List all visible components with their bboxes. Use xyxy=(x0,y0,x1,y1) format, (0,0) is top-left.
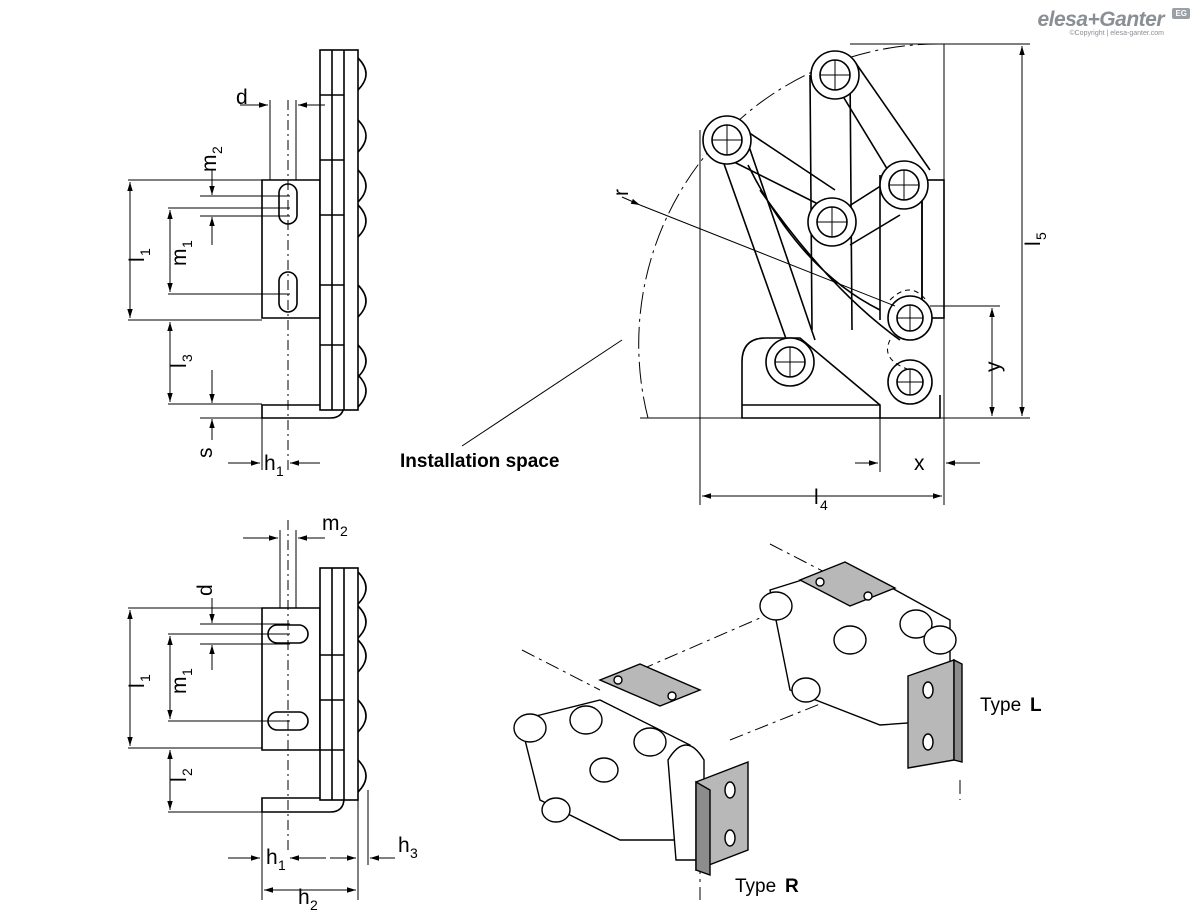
dim-s: s xyxy=(194,448,217,459)
type-r-prefix: Type xyxy=(735,876,776,897)
arm xyxy=(711,119,816,351)
dim-h: h xyxy=(298,886,310,909)
dim-m: m xyxy=(198,155,221,173)
isometric-views xyxy=(513,543,963,900)
dim-sub: 3 xyxy=(179,354,195,362)
dim-d: d xyxy=(236,86,248,109)
mount-plate xyxy=(921,179,945,319)
dim-m: m xyxy=(168,249,191,267)
pivot xyxy=(702,50,933,405)
dim-h: h xyxy=(398,834,410,857)
dim-sub: 1 xyxy=(137,248,153,256)
dim-y: y xyxy=(982,361,1005,372)
side-view-top xyxy=(127,49,367,470)
slot-hole xyxy=(278,271,298,313)
hinge-stack xyxy=(319,49,367,411)
dim-x: x xyxy=(914,452,925,475)
type-labels: Type L Type R xyxy=(735,695,1042,897)
dim-sub: 4 xyxy=(820,497,828,513)
type-r-letter: R xyxy=(785,876,799,897)
arm xyxy=(809,69,853,331)
type-l-letter: L xyxy=(1030,695,1042,716)
dim-sub: 1 xyxy=(137,674,153,682)
brand-badge: EG xyxy=(1172,8,1190,19)
dim-sub: 2 xyxy=(310,897,318,913)
dim-l: l xyxy=(1022,241,1045,246)
dim-h: h xyxy=(266,846,278,869)
mechanism-view-labels: r l5 y x l 4 Installation space xyxy=(400,189,1049,513)
dim-sub: 1 xyxy=(179,668,195,676)
dim-h: h xyxy=(264,452,276,475)
dim-sub: 2 xyxy=(209,146,225,154)
dim-sub: 3 xyxy=(410,845,418,861)
type-l-hinge xyxy=(759,561,963,769)
dim-sub: 1 xyxy=(278,857,286,873)
hinge-stack xyxy=(319,567,367,801)
type-l-prefix: Type xyxy=(980,695,1021,716)
dim-m: m xyxy=(322,512,340,535)
installation-space-label: Installation space xyxy=(400,451,559,472)
dim-sub: 1 xyxy=(276,463,284,479)
side-view-top-labels: d m2 l1 m1 l3 s h 1 xyxy=(126,86,284,479)
dim-sub: 1 xyxy=(179,240,195,248)
dim-l: l xyxy=(168,363,191,368)
type-r-hinge xyxy=(513,663,749,876)
brand-name: elesa+Ganter xyxy=(1037,8,1164,31)
dim-d: d xyxy=(194,584,217,596)
side-view-bottom xyxy=(127,520,395,900)
dim-l: l xyxy=(126,683,149,688)
arm xyxy=(719,129,836,206)
mechanism-view xyxy=(461,43,1030,505)
dim-l: l xyxy=(168,777,191,782)
dim-sub: 2 xyxy=(179,768,195,776)
dim-m: m xyxy=(168,677,191,695)
dim-l: l xyxy=(814,486,819,509)
dim-sub: 5 xyxy=(1033,232,1049,240)
dim-sub: 2 xyxy=(340,523,348,539)
dim-l: l xyxy=(126,257,149,262)
brand-copyright: ©Copyright | elesa-ganter.com xyxy=(1069,30,1164,37)
brand-logo: elesa+Ganter EG ©Copyright | elesa-gante… xyxy=(1037,8,1190,37)
installation-space-arc xyxy=(638,43,945,419)
side-view-bottom-labels: m 2 d l1 m1 l2 h 1 h 3 h 2 xyxy=(126,512,418,913)
arm xyxy=(747,164,901,341)
dim-r: r xyxy=(610,189,633,196)
